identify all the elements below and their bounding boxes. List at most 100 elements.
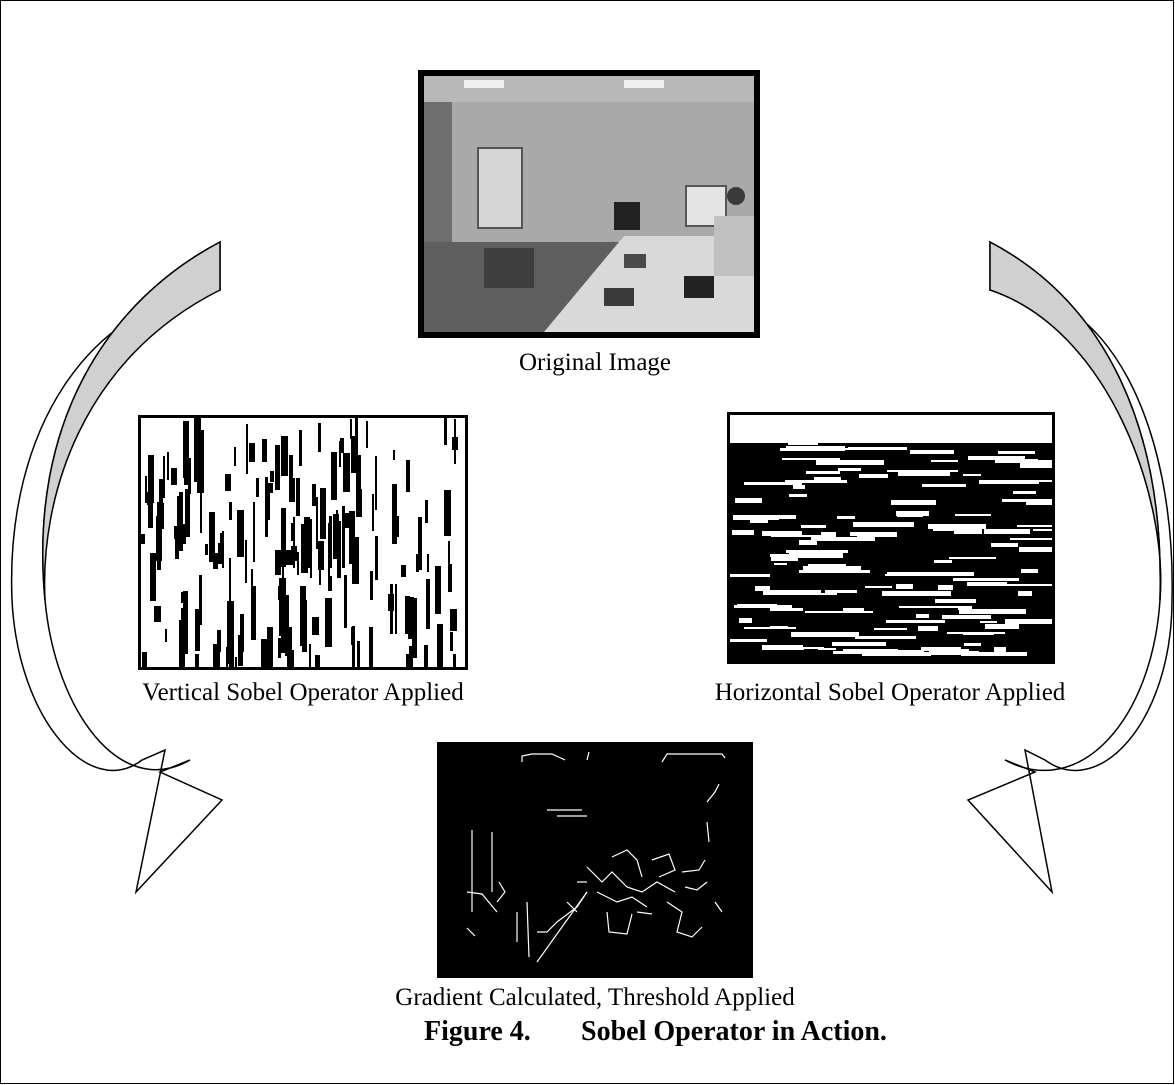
vertical-edge-streak [287, 650, 294, 667]
vertical-edge-streak [448, 564, 452, 592]
horizontal-edge-streak [850, 532, 883, 536]
left-arrow-shading [42, 240, 221, 601]
vertical-edge-streak [375, 456, 377, 510]
horizontal-edge-streak [1019, 460, 1052, 463]
horizontal-edge-streak [949, 557, 996, 559]
horizontal-edge-streak [798, 442, 817, 445]
vertical-edge-streak [183, 591, 188, 654]
vertical-edge-streak [256, 478, 259, 497]
vertical-edge-streak [356, 455, 361, 491]
vertical-edge-streak [339, 441, 341, 467]
horizontal-edge-streak [896, 511, 929, 516]
horizontal-edge-streak [778, 647, 824, 649]
vertical-edge-streak [281, 436, 288, 476]
vertical-edge-streak [154, 606, 161, 622]
horizontal-edge-streak [874, 628, 907, 630]
horizontal-edge-streak [984, 529, 1030, 534]
horizontal-edge-streak [918, 626, 938, 631]
vertical-edge-streak [366, 421, 368, 448]
vertical-edge-streak [163, 456, 165, 498]
vertical-edge-streak [249, 443, 255, 462]
horizontal-edge-streak [942, 615, 991, 619]
vertical-edge-streak [175, 537, 179, 559]
vertical-edge-streak [185, 489, 190, 537]
horizontal-edge-streak [793, 485, 805, 489]
vertical-edge-streak [351, 627, 354, 645]
vertical-edge-streak [293, 517, 295, 568]
vertical-edge-streak [165, 629, 167, 642]
horizontal-edge-streak [947, 632, 1005, 634]
vertical-edge-streak [350, 419, 352, 439]
vertical-edge-streak [296, 478, 300, 516]
vertical-edge-streak [268, 486, 270, 520]
horizontal-edge-streak [886, 620, 945, 623]
horizontal-edge-streak [803, 566, 861, 570]
horizontal-edge-streak [789, 494, 807, 497]
horizontal-edge-streak [1019, 547, 1052, 552]
vertical-edge-streak [218, 543, 223, 564]
vertical-edge-streak [145, 476, 147, 503]
vertical-edge-streak [444, 418, 447, 445]
vertical-edge-streak [405, 596, 410, 634]
horizontal-edge-streak [833, 651, 900, 654]
vertical-edge-streak [194, 418, 201, 482]
vertical-edge-streak [195, 609, 200, 651]
horizontal-edge-streak [980, 621, 997, 623]
vertical-edge-streak [261, 639, 267, 667]
vertical-edge-streak [450, 632, 453, 651]
vertical-edge-streak [229, 558, 231, 606]
horizontal-edge-streak [859, 474, 888, 478]
vertical-edge-streak [179, 620, 185, 667]
office-photo [424, 76, 754, 332]
horizontal-edge-streak [838, 468, 861, 471]
vertical-edge-streak [375, 536, 378, 580]
horizontal-edge-streak [995, 459, 1038, 463]
horizontal-edge-streak [799, 570, 870, 573]
horizontal-edge-streak [898, 472, 950, 476]
vertical-sobel-image [138, 415, 468, 670]
horizontal-edge-streak [733, 515, 779, 520]
horizontal-edge-streak [837, 516, 855, 519]
horizontal-edge-streak [958, 606, 972, 610]
horizontal-edge-streak [786, 446, 845, 451]
horizontal-edge-streak [814, 477, 841, 482]
vertical-edge-streak [167, 452, 169, 480]
horizontal-edge-streak [735, 498, 762, 503]
horizontal-sobel-caption: Horizontal Sobel Operator Applied [714, 679, 1066, 706]
horizontal-edge-streak [934, 560, 952, 563]
vertical-edge-streak [229, 502, 232, 520]
vertical-edge-streak [309, 644, 311, 667]
vertical-edge-streak [142, 652, 147, 667]
horizontal-edge-streak [1017, 525, 1052, 527]
horizontal-edge-streak [853, 522, 914, 527]
vertical-edge-streak [351, 454, 357, 473]
horizontal-edge-streak [799, 540, 817, 545]
horizontal-edge-streak [782, 458, 840, 460]
horizontal-edge-streak [739, 618, 752, 623]
vertical-edge-streak [352, 626, 355, 667]
vertical-edge-streak [450, 609, 457, 631]
horizontal-edge-streak [1005, 619, 1052, 624]
horizontal-edge-streak [991, 543, 1018, 547]
horizontal-edge-streak [832, 642, 886, 646]
horizontal-edge-streak [985, 624, 1019, 629]
ceiling-edge-band [730, 415, 1052, 443]
horizontal-edge-streak [896, 584, 913, 589]
horizontal-edge-streak [961, 652, 1027, 656]
horizontal-edge-streak [843, 608, 864, 613]
vertical-edge-streak [150, 553, 156, 601]
horizontal-edge-streak [762, 531, 802, 536]
vertical-edge-streak [418, 517, 422, 570]
vertical-edge-streak [253, 502, 255, 562]
vertical-edge-streak [213, 644, 217, 667]
vertical-edge-streak [325, 598, 332, 647]
horizontal-edge-streak [783, 593, 837, 595]
horizontal-edge-streak [931, 651, 979, 655]
vertical-edge-streak [328, 576, 332, 591]
right-arrow-shading [989, 240, 1162, 601]
vertical-edge-streak [251, 586, 256, 640]
vertical-edge-streak [217, 645, 220, 667]
horizontal-edge-streak [744, 482, 802, 485]
vertical-edge-streak [425, 500, 428, 523]
